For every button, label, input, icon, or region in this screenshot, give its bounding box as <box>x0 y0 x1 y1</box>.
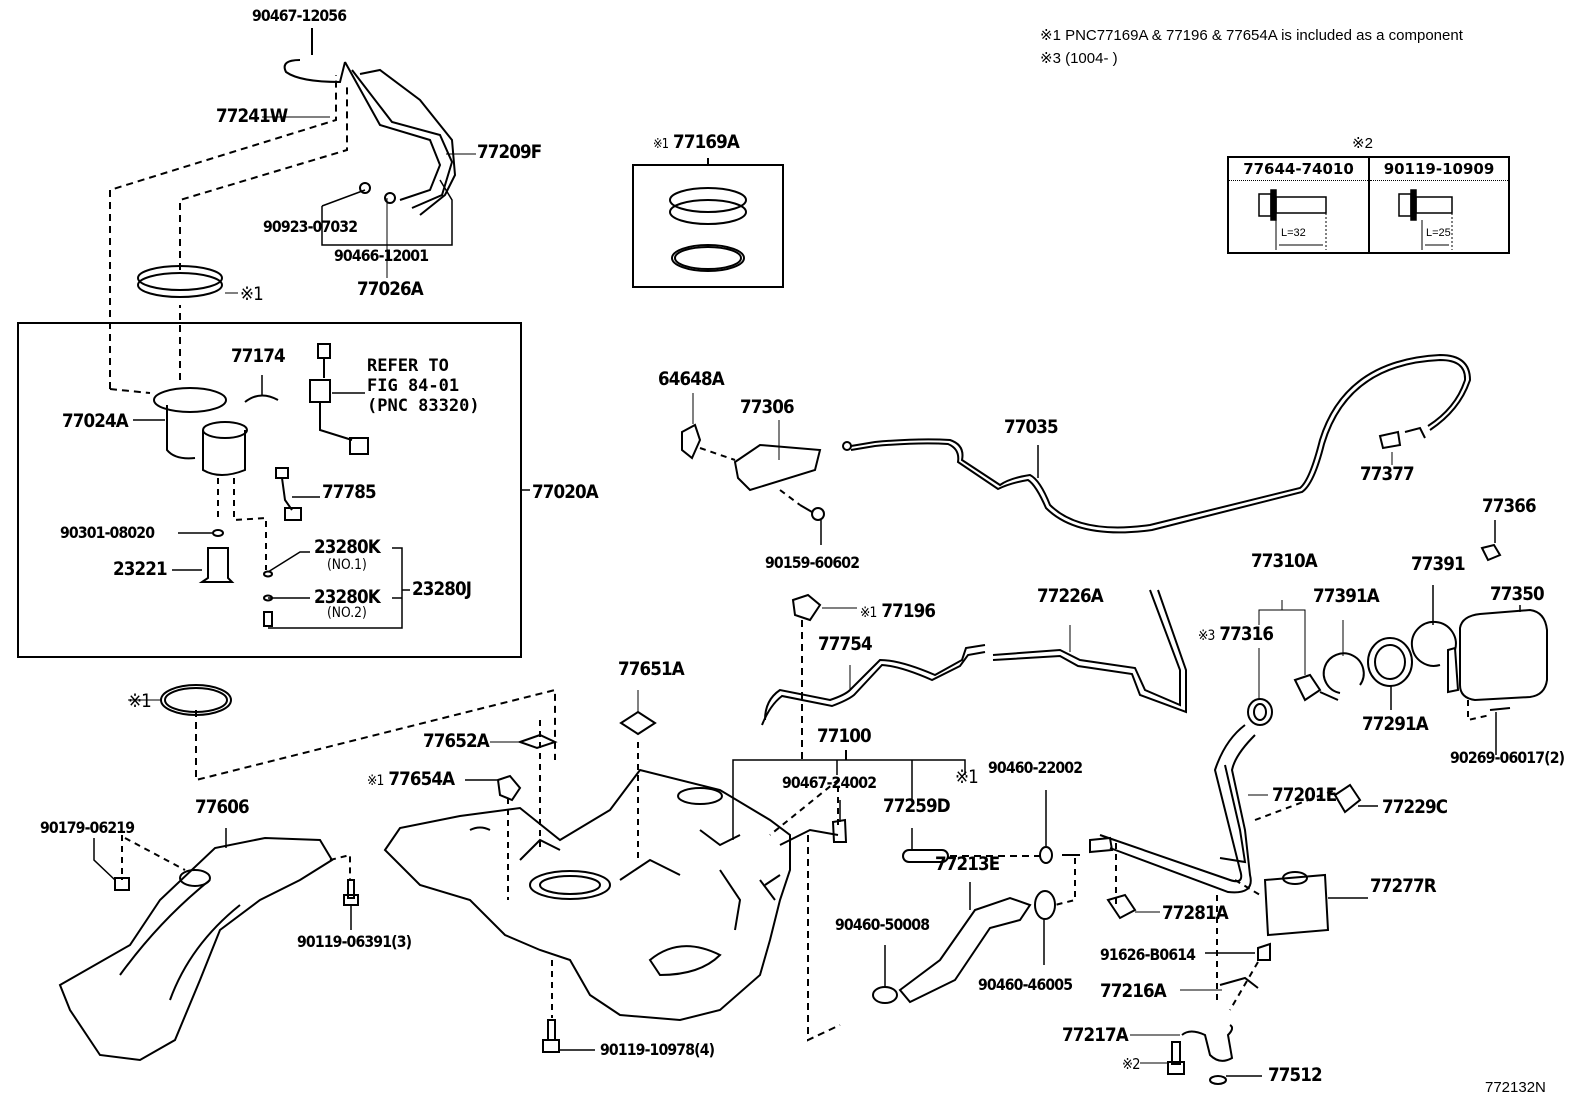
part-label-23221[interactable]: 23221 <box>113 558 168 580</box>
part-label-90466-12001[interactable]: 90466-12001 <box>334 246 429 265</box>
mark-1-tank: ※1 <box>955 766 979 788</box>
refer-line-2[interactable]: FIG 84-01 <box>367 376 460 396</box>
fuel-tank-shape <box>383 768 791 1022</box>
part-label-77100[interactable]: 77100 <box>817 725 872 747</box>
mark-2-bolt: ※2 <box>1122 1055 1141 1073</box>
part-label-90460-22002[interactable]: 90460-22002 <box>988 758 1083 777</box>
part-label-77174[interactable]: 77174 <box>231 345 286 367</box>
part-label-77377[interactable]: 77377 <box>1360 463 1415 485</box>
part-label-77201e[interactable]: 77201E <box>1272 784 1337 806</box>
part-sub-no2: (NO.2) <box>327 605 367 621</box>
part-label-77026a[interactable]: 77026A <box>357 278 424 300</box>
part-label-77651a[interactable]: 77651A <box>618 658 685 680</box>
part-label-77654a[interactable]: ※1 77654A <box>367 768 455 790</box>
part-label-90269-06017[interactable]: 90269-06017(2) <box>1450 748 1565 767</box>
part-label-77216a[interactable]: 77216A <box>1100 980 1167 1002</box>
figure-id: 772132N <box>1485 1079 1546 1096</box>
table-header-part-1: 77644-74010 <box>1229 158 1370 181</box>
part-label-77229c[interactable]: 77229C <box>1382 796 1448 818</box>
part-label-77350[interactable]: 77350 <box>1490 583 1545 605</box>
part-label-77241w[interactable]: 77241W <box>216 105 288 127</box>
part-label-90467-12056[interactable]: 90467-12056 <box>252 6 347 25</box>
length-label-2: L=25 <box>1426 227 1451 239</box>
part-label-90119-10978[interactable]: 90119-10978(4) <box>600 1040 715 1059</box>
part-label-90460-46005[interactable]: 90460-46005 <box>978 975 1073 994</box>
part-label-77291a[interactable]: 77291A <box>1362 713 1429 735</box>
part-label-77024a[interactable]: 77024A <box>62 410 129 432</box>
refer-line-3: (PNC 83320) <box>367 396 480 416</box>
mark-1-gasket: ※1 <box>128 690 152 712</box>
part-label-77652a[interactable]: 77652A <box>423 730 490 752</box>
part-label-77366[interactable]: 77366 <box>1482 495 1537 517</box>
bolt-head-icon <box>1398 193 1412 217</box>
table-header-part-2: 90119-10909 <box>1370 158 1508 181</box>
part-label-77785[interactable]: 77785 <box>322 481 377 503</box>
part-label-77391a[interactable]: 77391A <box>1313 585 1380 607</box>
bolt-head-icon <box>1258 193 1272 217</box>
part-label-77512[interactable]: 77512 <box>1268 1064 1323 1086</box>
part-label-90923-07032[interactable]: 90923-07032 <box>263 217 358 236</box>
fuel-tube-77209f <box>283 59 457 216</box>
part-label-77226a[interactable]: 77226A <box>1037 585 1104 607</box>
part-label-77316[interactable]: ※3 77316 <box>1198 623 1274 645</box>
part-label-90119-06391[interactable]: 90119-06391(3) <box>297 932 412 951</box>
refer-line-1: REFER TO <box>367 356 449 376</box>
part-label-90159-60602[interactable]: 90159-60602 <box>765 553 860 572</box>
length-label-1: L=32 <box>1281 227 1306 239</box>
part-label-91626-b0614[interactable]: 91626-B0614 <box>1100 945 1196 964</box>
part-label-77310a[interactable]: 77310A <box>1251 550 1318 572</box>
part-label-77217a[interactable]: 77217A <box>1062 1024 1129 1046</box>
part-label-90467-24002[interactable]: 90467-24002 <box>782 773 877 792</box>
part-label-77281a[interactable]: 77281A <box>1162 902 1229 924</box>
part-label-23280j[interactable]: 23280J <box>412 578 472 600</box>
part-label-77209f[interactable]: 77209F <box>477 141 542 163</box>
part-label-90179-06219[interactable]: 90179-06219 <box>40 818 135 837</box>
part-label-77277r[interactable]: 77277R <box>1370 875 1437 897</box>
fastener-table: 77644-74010 90119-10909 L=32 L=25 <box>1227 156 1510 254</box>
footnote-3: ※3 (1004- ) <box>1040 50 1118 67</box>
part-label-77606[interactable]: 77606 <box>195 796 250 818</box>
part-label-77754[interactable]: 77754 <box>818 633 873 655</box>
part-label-77196[interactable]: ※1 77196 <box>860 600 936 622</box>
footnote-1: ※1 PNC77169A & 77196 & 77654A is include… <box>1040 27 1463 44</box>
part-label-23280k-no1[interactable]: 23280K <box>314 536 381 558</box>
part-label-90460-50008[interactable]: 90460-50008 <box>835 915 930 934</box>
part-label-77391[interactable]: 77391 <box>1411 553 1466 575</box>
bolt-icons <box>1258 189 1453 250</box>
part-label-90301-08020[interactable]: 90301-08020 <box>60 523 155 542</box>
part-label-77306[interactable]: 77306 <box>740 396 795 418</box>
part-label-77213e[interactable]: 77213E <box>935 853 1000 875</box>
part-label-23280k-no2[interactable]: 23280K <box>314 586 381 608</box>
part-label-64648a[interactable]: 64648A <box>658 368 725 390</box>
table-mark: ※2 <box>1352 135 1373 152</box>
mark-1-ring: ※1 <box>240 283 264 305</box>
part-sub-no1: (NO.1) <box>327 557 367 573</box>
part-label-77020a[interactable]: 77020A <box>532 481 599 503</box>
part-label-77169a[interactable]: ※1 77169A <box>653 131 740 153</box>
part-label-77035[interactable]: 77035 <box>1004 416 1059 438</box>
part-label-77259d[interactable]: 77259D <box>883 795 951 817</box>
